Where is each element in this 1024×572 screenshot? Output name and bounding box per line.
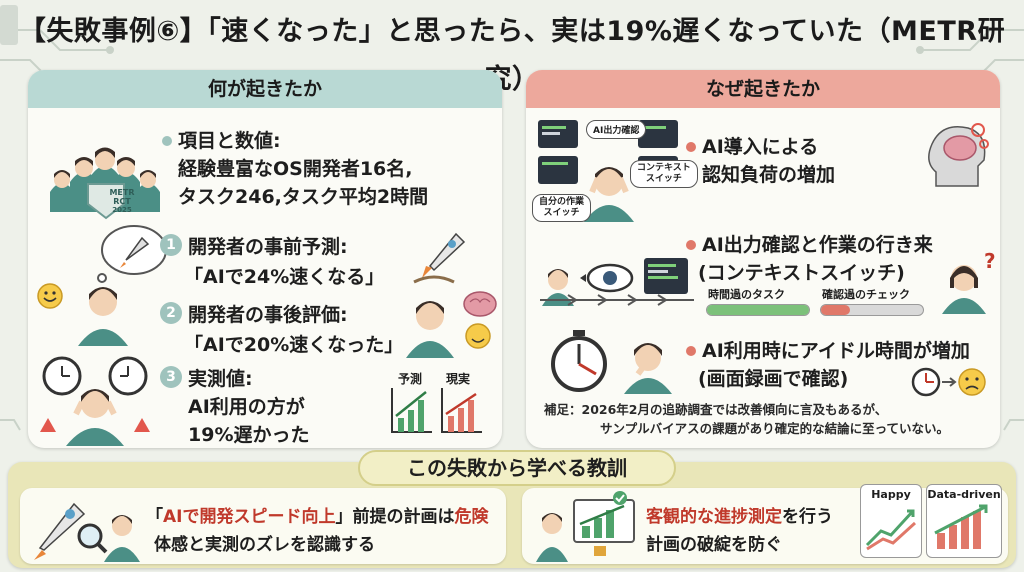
presenter-board-icon [536,491,635,562]
data-driven-label: Data-driven [927,488,1001,501]
reason2-line1: AI出力確認と作業の行き来 [702,234,933,256]
lesson1-box: 「AIで開発スピード向上」前提の計画は危険 体感と実測のズレを認識する [20,488,506,564]
what-happened-panel: 何が起きたか METR RCT 2025 項目と数値 [28,70,502,448]
what-happened-heading: 何が起きたか [28,70,502,108]
thought-bubble-rocket-icon [97,225,167,283]
post-evaluation-value: 「AIで20%速くなった」 [184,334,404,356]
confused-person-icon: ? [942,249,996,314]
task-time-bar [706,304,810,316]
reality-chart-label: 現実 [446,372,471,386]
page-title: 【失敗事例⑥】「速くなった」と思ったら、実は19%遅くなっていた（METR研究） [18,16,1006,95]
reason1-line2: 認知負荷の増加 [702,164,836,186]
check-time-bar-fill [821,305,850,315]
facts-developers: 経験豊富なOS開発者16名, [178,158,413,180]
lesson2-line1: 客観的な進捗測定を行う [646,507,833,527]
facts-heading: 項目と数値: [178,130,281,152]
confident-developer-icon [406,291,497,358]
lesson2-box: 客観的な進捗測定を行う 計画の破綻を防ぐ Happy Data-driven [522,484,1008,564]
pre-prediction-heading: 開発者の事前予測: [188,236,348,258]
reason3-bullet [686,346,696,356]
task-bar-label: 時間過のタスク [708,288,785,301]
prediction-trend-chart [391,388,432,433]
reason1-line1: AI導入による [702,136,819,158]
context-switch-bubble: コンテキスト スイッチ [630,160,698,188]
facts-tasks: タスク246,タスク平均2時間 [178,186,429,208]
item2-number: 2 [160,302,182,324]
actual-heading: 実測値: [188,368,253,390]
idle-person-icon [624,343,672,394]
lesson1-line2: 体感と実測のズレを認識する [154,535,375,555]
item1-number: 1 [160,234,182,256]
lessons-heading: この失敗から学べる教訓 [358,450,676,486]
reality-trend-chart [441,388,482,433]
stopwatch-icon [551,330,607,392]
reason2-bullet [686,240,696,250]
item3-number: 3 [160,366,182,388]
actual-value-line1: AI利用の方が [188,396,305,418]
stressed-developer-clocks-icon [40,356,150,446]
reason3-line1: AI利用時にアイドル時間が増加 [702,340,970,362]
post-evaluation-heading: 開発者の事後評価: [188,304,348,326]
lesson1-highlight: AIで開発スピード向上 [163,507,336,527]
lesson2-line2: 計画の破綻を防ぐ [646,535,782,555]
check-bar-label: 確認過のチェック [822,288,910,301]
rocket-magnifier-icon [34,502,140,562]
task-time-bar-fill [707,305,809,315]
reason1-bullet [686,142,696,152]
lesson1-danger: 危険 [454,507,489,527]
happy-card: Happy [860,484,922,558]
happy-trend-chart [865,509,917,551]
happy-label: Happy [871,488,911,501]
why-happened-heading: なぜ起きたか [526,70,1000,108]
lesson2-highlight: 客観的な進捗測定 [646,507,782,527]
supplementary-note: 補足：2026年2月の追跡調査では改善傾向に言及もあるが、 サンプルバイアスの課… [534,400,992,442]
reason3-line2: (画面録画で確認) [698,368,849,390]
facts-bullet [162,136,172,146]
reason2-line2: (コンテキストスイッチ) [698,262,905,284]
metr-badge: METR RCT 2025 [109,188,135,214]
actual-value-line2: 19%遅かった [188,424,310,446]
prediction-chart-label: 予測 [398,372,423,386]
svg-text:?: ? [984,249,996,273]
developer-person-icon [78,287,128,346]
self-task-bubble: 自分の作業 スイッチ [532,194,592,222]
ai-check-bubble: AI出力確認 [586,120,647,139]
pre-prediction-value: 「AIで24%速くなる」 [184,266,385,288]
timer-sad-face-icon [911,367,986,397]
switch-arrows-line [540,294,694,306]
check-time-bar [820,304,924,316]
why-happened-panel: なぜ起きたか AI出力確認 コンテキスト スイッチ 自分の作業 スイッチ AI導… [526,70,1000,448]
developers-group-icon [50,147,160,220]
data-driven-card: Data-driven [926,484,1002,558]
brain-overload-icon [928,123,989,187]
lesson1-line1: 「AIで開発スピード向上」前提の計画は危険 [146,507,489,527]
note-line1: 補足：2026年2月の追跡調査では改善傾向に言及もあるが、 [544,402,888,417]
smiley-icon [37,283,63,309]
data-driven-bar-chart [934,504,988,549]
note-line2: サンプルバイアスの課題があり確定的な結論に至っていない。 [600,421,950,436]
launching-rocket-icon [413,232,466,284]
